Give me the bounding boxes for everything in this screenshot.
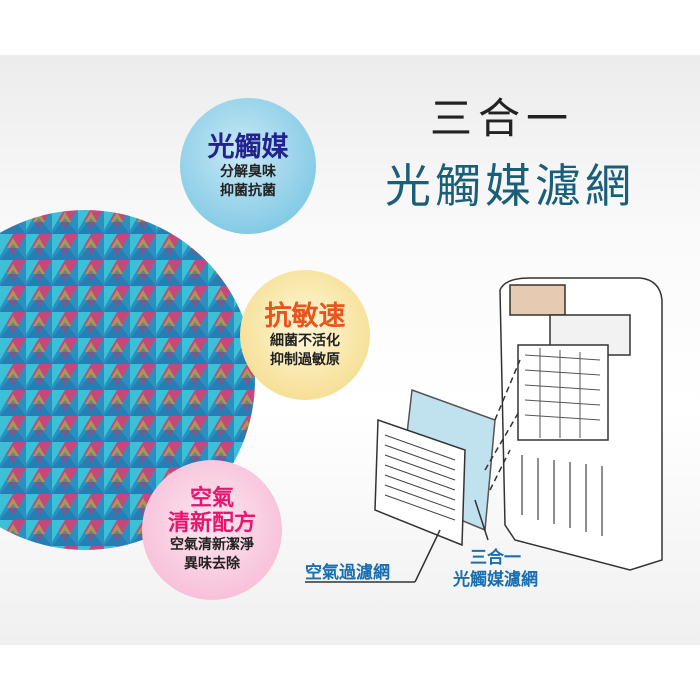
dehumidifier-illustration: [305, 277, 663, 583]
bubble-text: 抑制過敏原: [270, 351, 340, 368]
bubble-heading: 空氣: [189, 485, 234, 511]
bubble-text: 異味去除: [184, 556, 240, 573]
air-filter-label: 空氣過濾網: [305, 563, 390, 583]
bubble-heading: 清新配方: [167, 511, 256, 537]
bubble-photocatalyst: 光觸媒 分解臭味 抑菌抗菌: [180, 98, 316, 234]
bubble-air-fresh: 空氣 清新配方 空氣清新潔淨 異味去除: [142, 460, 282, 600]
title-line2: 光觸媒濾網: [385, 159, 635, 213]
bubble-heading: 抗敏速: [264, 300, 346, 332]
bubble-text: 抑菌抗菌: [220, 182, 276, 199]
photo-filter-label-2: 光觸媒濾網: [453, 570, 538, 590]
bubble-text: 細菌不活化: [270, 332, 340, 349]
bubble-antiallergy: 抗敏速 細菌不活化 抑制過敏原: [240, 270, 370, 400]
bubble-text: 空氣清新潔淨: [170, 537, 254, 554]
photo-filter-label-1: 三合一: [470, 548, 521, 568]
title-line1: 三合一: [430, 94, 575, 143]
bubble-text: 分解臭味: [220, 163, 276, 180]
bubble-heading: 光觸媒: [207, 131, 289, 163]
